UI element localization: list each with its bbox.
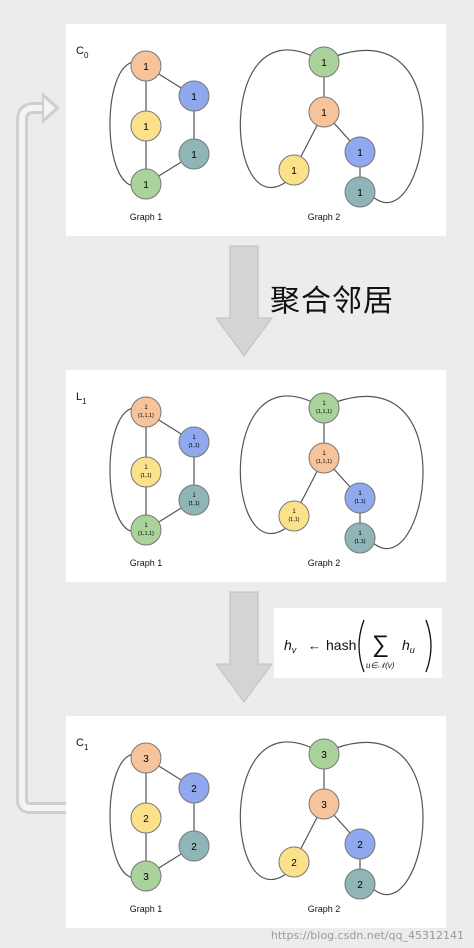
formula-sum: ∑ (372, 631, 389, 658)
svg-text:2: 2 (143, 814, 149, 825)
graph2-node-green: 3 (308, 738, 340, 770)
svg-text:{1,1}: {1,1} (140, 473, 151, 479)
svg-text:3: 3 (143, 872, 149, 883)
panel-label: C1 (76, 737, 89, 752)
graph1-node-green: 1 {1,1,1} (130, 514, 162, 546)
svg-text:1: 1 (143, 180, 149, 191)
svg-text:2: 2 (191, 784, 197, 795)
graph2-node-blue: 1 (344, 136, 376, 168)
graph2-node-teal: 2 (344, 868, 376, 900)
svg-text:{1,1}: {1,1} (354, 499, 365, 505)
graph2-node-blue: 1 {1,1} (344, 482, 376, 514)
graph1-node-orange: 1 {1,1,1} (130, 396, 162, 428)
graph2-caption: Graph 2 (308, 558, 341, 568)
svg-text:1: 1 (191, 92, 197, 103)
svg-text:1: 1 (143, 62, 149, 73)
svg-text:{1,1}: {1,1} (188, 501, 199, 507)
graph2-caption: Graph 2 (308, 212, 341, 222)
svg-text:{1,1}: {1,1} (288, 517, 299, 523)
svg-text:3: 3 (321, 800, 327, 811)
svg-text:1: 1 (192, 493, 196, 499)
svg-text:{1,1,1}: {1,1,1} (138, 531, 154, 537)
panel-l1: L1 1 {1,1,1} 1 {1,1} 1 {1,1} 1 {1,1} (66, 370, 446, 582)
graph1-node-green: 3 (130, 860, 162, 892)
graph2-node-yellow: 2 (278, 846, 310, 878)
svg-text:1: 1 (143, 122, 149, 133)
graph2-node-orange: 1 {1,1,1} (308, 442, 340, 474)
graph2-node-orange: 1 (308, 96, 340, 128)
graph1-caption: Graph 1 (130, 558, 163, 568)
graph2-node-yellow: 1 {1,1} (278, 500, 310, 532)
graph1-node-teal: 1 {1,1} (178, 484, 210, 516)
svg-text:3: 3 (143, 754, 149, 765)
formula-func: hash (326, 637, 356, 653)
graph1-node-orange: 1 (130, 50, 162, 82)
svg-text:{1,1,1}: {1,1,1} (316, 459, 332, 465)
down-arrow-1 (215, 245, 273, 357)
graph1-node-yellow: 1 {1,1} (130, 456, 162, 488)
svg-text:1: 1 (191, 150, 197, 161)
down-arrow-2 (215, 591, 273, 703)
graph2-node-yellow: 1 (278, 154, 310, 186)
formula-lhs: hv (284, 637, 297, 655)
graph1-caption: Graph 1 (130, 212, 163, 222)
formula-arrow: ← (308, 638, 321, 653)
graph1-node-teal: 2 (178, 830, 210, 862)
svg-text:1: 1 (144, 523, 148, 529)
svg-text:1: 1 (192, 435, 196, 441)
graph2-node-green: 1 {1,1,1} (308, 392, 340, 424)
graph1-node-yellow: 1 (130, 110, 162, 142)
svg-text:{1,1,1}: {1,1,1} (316, 409, 332, 415)
svg-text:1: 1 (321, 108, 327, 119)
formula-right-paren (425, 619, 432, 673)
graph1-node-blue: 2 (178, 772, 210, 804)
svg-text:2: 2 (291, 858, 297, 869)
graph1-node-teal: 1 (178, 138, 210, 170)
graph2-node-green: 1 (308, 46, 340, 78)
svg-text:1: 1 (357, 148, 363, 159)
svg-text:1: 1 (322, 401, 326, 407)
svg-text:2: 2 (191, 842, 197, 853)
svg-text:1: 1 (358, 531, 362, 537)
panel-c0: C0 1 1 1 1 1 Graph 1 (66, 24, 446, 236)
panel-label: L1 (76, 391, 87, 406)
formula-left-paren (358, 619, 365, 673)
formula-sum-sub: u∈𝒩(v) (366, 661, 395, 670)
svg-text:3: 3 (321, 750, 327, 761)
svg-text:1: 1 (358, 491, 362, 497)
svg-text:2: 2 (357, 840, 363, 851)
graph2-node-orange: 3 (308, 788, 340, 820)
svg-text:{1,1,1}: {1,1,1} (138, 413, 154, 419)
svg-text:1: 1 (144, 465, 148, 471)
graph1-node-blue: 1 {1,1} (178, 426, 210, 458)
svg-text:1: 1 (292, 509, 296, 515)
formula-term: hu (402, 637, 415, 655)
svg-text:{1,1}: {1,1} (188, 443, 199, 449)
graph2-node-teal: 1 (344, 176, 376, 208)
graph2-caption: Graph 2 (308, 904, 341, 914)
svg-text:2: 2 (357, 880, 363, 891)
svg-text:1: 1 (291, 166, 297, 177)
svg-text:1: 1 (144, 405, 148, 411)
graph1-node-green: 1 (130, 168, 162, 200)
graph1-node-yellow: 2 (130, 802, 162, 834)
svg-text:1: 1 (321, 58, 327, 69)
svg-text:1: 1 (357, 188, 363, 199)
aggregate-neighbors-label: 聚合邻居 (270, 284, 394, 319)
graph2-node-teal: 1 {1,1} (344, 522, 376, 554)
hash-formula: hv ← hash ∑ u∈𝒩(v) hu (274, 608, 442, 678)
svg-text:1: 1 (322, 451, 326, 457)
panel-label: C0 (76, 45, 89, 60)
watermark: https://blog.csdn.net/qq_45312141 (270, 929, 464, 942)
panel-c1: C1 3 2 2 2 3 Graph 1 (66, 716, 446, 928)
graph1-caption: Graph 1 (130, 904, 163, 914)
graph1-node-blue: 1 (178, 80, 210, 112)
svg-text:{1,1}: {1,1} (354, 539, 365, 545)
graph1-node-orange: 3 (130, 742, 162, 774)
graph2-node-blue: 2 (344, 828, 376, 860)
